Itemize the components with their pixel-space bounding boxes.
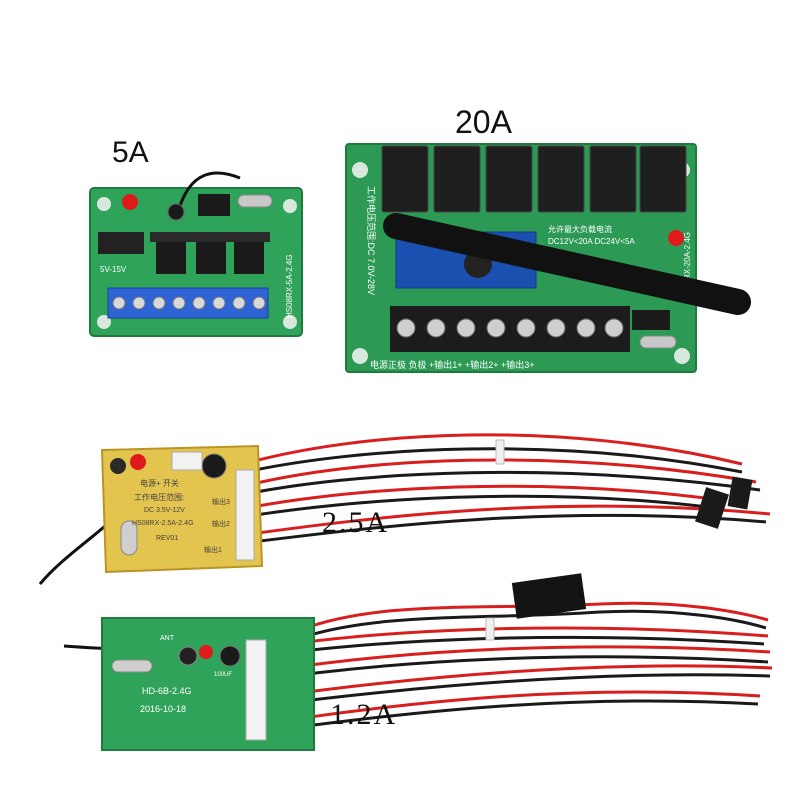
board-5a-voltage: 5V-15V xyxy=(100,265,127,274)
board-20a-bottom: 电源正极 负极 +输出1+ +输出2+ +输出3+ xyxy=(370,359,535,370)
led-red-icon xyxy=(122,194,138,210)
board-2-5a-model: HS08RX-2.5A-2.4G xyxy=(132,520,193,527)
board-2-5a-out3: 输出3 xyxy=(212,497,230,506)
board-20a-load-spec: DC12V<20A DC24V<5A xyxy=(548,237,635,246)
board-5a-model: HS08RX-5A-2.4G xyxy=(285,254,294,318)
led-red-icon xyxy=(668,230,684,246)
board-2-5a-out2: 输出2 xyxy=(212,519,230,528)
board-2-5a-range: DC 3.5V-12V xyxy=(144,507,185,514)
connector-icon xyxy=(511,573,587,619)
board-20a-side: 工作电压范围:DC 7.0V-28V xyxy=(366,186,377,295)
label-2-5a: 2.5A xyxy=(322,506,390,539)
board-1-2a-cap: 100UF xyxy=(214,672,232,678)
label-20a: 20A xyxy=(455,104,512,140)
led-red-icon xyxy=(130,454,146,470)
board-2-5a-out1: 输出1 xyxy=(204,545,222,554)
label-1-2a: 1.2A xyxy=(330,698,398,731)
board-2-5a-power: 电源+ 开关 xyxy=(140,478,179,488)
board-1-2a-model: HD-6B-2.4G xyxy=(142,686,192,696)
board-1-2a-date: 2016-10-18 xyxy=(140,704,186,714)
led-red-icon xyxy=(199,645,213,659)
board-1-2a-ant: ANT xyxy=(160,635,175,642)
board-1-2a: ANT 100UF HD-6B-2.4G 2016-10-18 xyxy=(63,573,773,751)
board-2-5a: 电源+ 开关 工作电压范围: DC 3.5V-12V HS08RX-2.5A-2… xyxy=(38,433,771,585)
relay-row xyxy=(381,145,687,213)
board-5a: 5V-15V HS08RX-5A-2.4G xyxy=(89,171,303,337)
board-2-5a-rev: REV01 xyxy=(156,535,178,542)
label-5a: 5A xyxy=(112,136,149,169)
antenna-icon xyxy=(383,213,751,315)
board-20a-load-title: 允许最大负载电流 xyxy=(548,224,612,234)
board-20a-model: HS06RX-20A-2.4G xyxy=(683,232,692,300)
board-2-5a-range-title: 工作电压范围: xyxy=(134,492,184,502)
board-20a: 允许最大负载电流 DC12V<20A DC24V<5A 工作电压范围:DC 7.… xyxy=(345,143,751,373)
